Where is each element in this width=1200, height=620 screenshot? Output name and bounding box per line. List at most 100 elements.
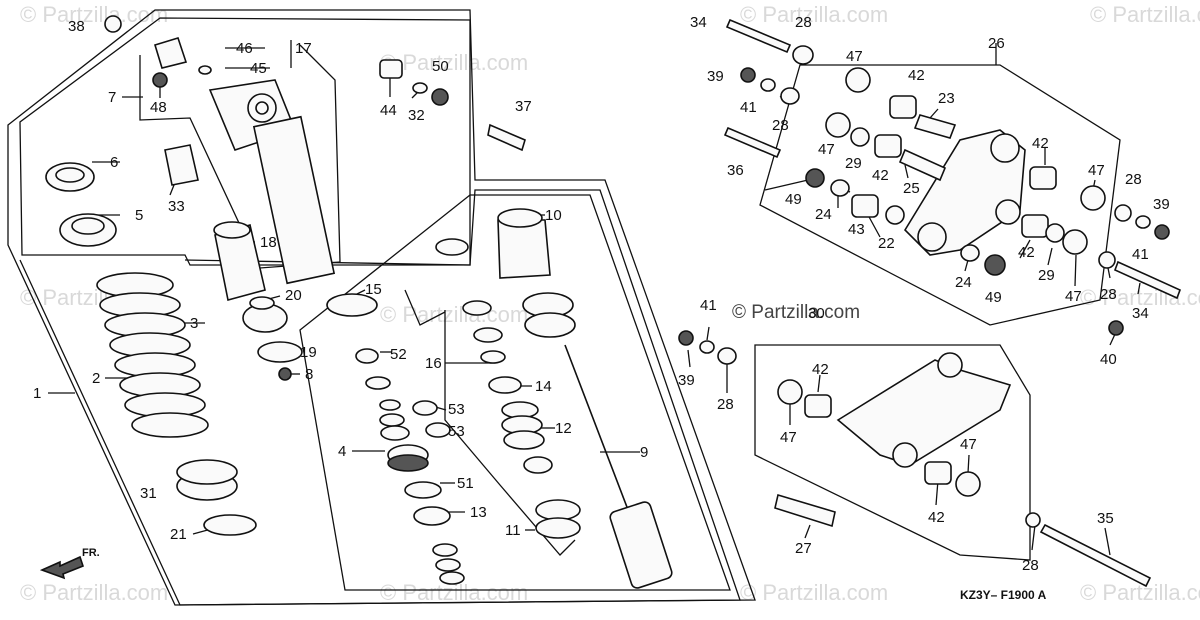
washer-28a <box>792 45 814 65</box>
center-watermark: © Partzilla.com <box>732 302 860 323</box>
cap-48 <box>152 72 168 88</box>
part-number: 4 <box>338 443 346 460</box>
stopper-plate-20 <box>242 296 288 333</box>
part-number: 7 <box>108 89 116 106</box>
part-number: 51 <box>457 475 474 492</box>
front-label: FR. <box>82 547 100 559</box>
assembly-1-outline <box>19 17 471 266</box>
watermark: © Partzilla.com <box>380 302 528 327</box>
part-number: 42 <box>928 509 945 526</box>
part-number: 14 <box>535 378 552 395</box>
bearing-42d <box>1021 214 1049 238</box>
seal-13 <box>413 506 451 526</box>
part-number: 47 <box>818 141 835 158</box>
part-number: 30 <box>808 305 825 322</box>
collar-27 <box>774 493 836 528</box>
shim-53b <box>425 422 451 438</box>
watermark: © Partzilla.com <box>740 2 888 27</box>
part-numbers: 1 2 3 4 5 6 7 8 9 10 11 12 13 14 15 16 1… <box>33 14 1170 574</box>
rocker-arm-26 <box>903 129 1026 256</box>
nut-40 <box>1108 320 1124 336</box>
part-number: 28 <box>717 396 734 413</box>
part-number: 29 <box>845 155 862 172</box>
seal-49a <box>805 168 825 188</box>
bearing-42f <box>924 461 952 485</box>
group-outlines <box>7 9 1121 606</box>
watermark: © Partzilla.com <box>1080 580 1200 605</box>
watermark: © Partzilla.com <box>1090 2 1200 27</box>
watermark: © Partzilla.com <box>740 580 888 605</box>
part-number: 42 <box>1032 135 1049 152</box>
part-number: 11 <box>505 522 521 539</box>
assembly-3-outline <box>19 189 741 606</box>
o-ring-14 <box>488 376 522 394</box>
bolt-36 <box>723 126 782 159</box>
part-number: 47 <box>846 48 863 65</box>
washer-28d <box>1098 251 1116 269</box>
part-number: 42 <box>1018 244 1035 261</box>
washer-24a <box>830 179 850 197</box>
part-number: 46 <box>236 40 253 57</box>
part-number: 9 <box>640 444 648 461</box>
part-number: 32 <box>408 107 425 124</box>
diagram-code: KZ3Y– F1900 A <box>960 588 1047 602</box>
washer-24b <box>960 244 980 262</box>
part-number: 5 <box>135 207 143 224</box>
shim-53a <box>412 400 438 416</box>
bolt-37 <box>487 123 526 152</box>
collar-25 <box>898 148 947 182</box>
part-number: 42 <box>872 167 889 184</box>
part-number: 36 <box>727 162 744 179</box>
part-number: 37 <box>515 98 532 115</box>
valve-46 <box>154 37 188 69</box>
part-number: 34 <box>1132 305 1149 322</box>
valve-stack <box>379 399 410 441</box>
part-number: 18 <box>260 234 277 251</box>
bump-rubber-10 <box>497 208 551 279</box>
washer-28c <box>1114 204 1132 222</box>
nut-8 <box>278 367 292 381</box>
assembly-30-outline <box>754 344 1031 561</box>
collar-22 <box>885 205 905 225</box>
part-number: 21 <box>170 526 187 543</box>
part-number: 24 <box>815 206 832 223</box>
part-number: 12 <box>555 420 572 437</box>
subgroup-inner-top <box>404 289 446 326</box>
washer-28b <box>780 87 800 105</box>
part-number: 31 <box>140 485 157 502</box>
watermark: © Partzilla.com <box>20 580 168 605</box>
part-number: 15 <box>365 281 382 298</box>
watermark: © Partzilla.com <box>20 2 168 27</box>
washer-top <box>435 238 469 256</box>
part-number: 38 <box>68 18 85 35</box>
label-33 <box>164 144 199 186</box>
bump-rubber-18 <box>213 221 266 301</box>
part-number: 28 <box>1022 557 1039 574</box>
part-number: 1 <box>33 385 41 402</box>
spring-seat-31 <box>176 459 238 501</box>
part-number: 39 <box>707 68 724 85</box>
part-number: 53 <box>448 401 465 418</box>
part-number: 42 <box>908 67 925 84</box>
part-number: 41 <box>1132 246 1149 263</box>
nut-39c <box>678 330 694 346</box>
washer-28e <box>717 347 737 365</box>
part-number: 28 <box>1100 286 1117 303</box>
damper-rod-9 <box>564 344 673 589</box>
part-number: 3 <box>190 315 198 332</box>
part-number: 33 <box>168 198 185 215</box>
nut-39a <box>740 67 756 83</box>
nut-52 <box>355 348 379 364</box>
bolt-35 <box>1039 523 1152 588</box>
part-number: 45 <box>250 60 267 77</box>
part-number: 10 <box>545 207 562 224</box>
seal-47d <box>1062 229 1088 255</box>
seal-47c <box>1080 185 1106 211</box>
front-arrow-icon <box>39 555 84 580</box>
part-number: 49 <box>985 289 1002 306</box>
part-number: 29 <box>1038 267 1055 284</box>
washer-16 <box>480 350 506 364</box>
assembly-4-outline <box>299 194 731 591</box>
seal-47e <box>777 379 803 405</box>
bearing-42e <box>804 394 832 418</box>
